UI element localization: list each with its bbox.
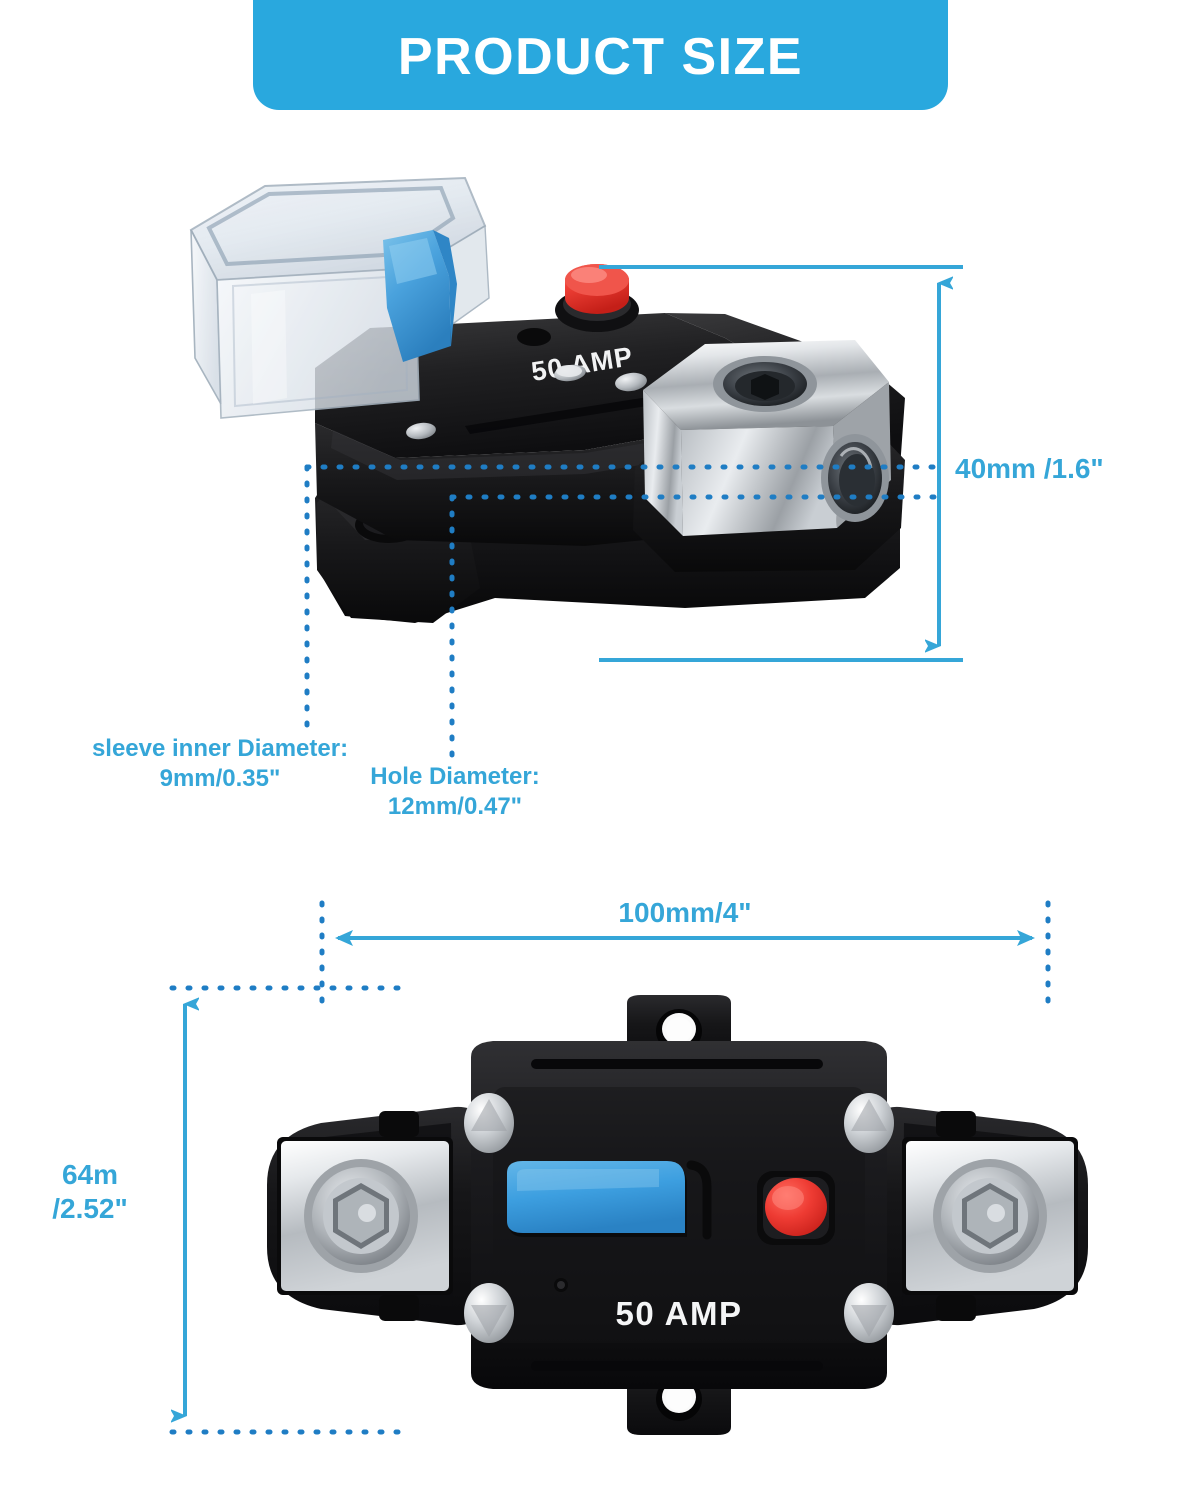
red-reset-button-iso — [555, 264, 639, 332]
right-chrome-terminal — [902, 1137, 1078, 1295]
product-size-banner: PRODUCT SIZE — [253, 0, 948, 110]
chrome-terminal-block-iso — [633, 340, 905, 572]
height-dimension-label: 40mm /1.6" — [955, 453, 1104, 484]
depth-dimension-label-line1: 64m — [61, 1159, 119, 1190]
hole-diameter-label-line2: 12mm/0.47" — [387, 793, 523, 820]
circuit-breaker-top-view: 50 AMP — [255, 995, 1100, 1435]
red-reset-button-plan — [757, 1171, 835, 1245]
width-dimension-label: 100mm/4" — [618, 897, 752, 928]
left-chrome-terminal — [277, 1137, 453, 1295]
transparent-cover — [189, 176, 490, 419]
amp-label-plan: 50 AMP — [616, 1295, 743, 1332]
corner-screws — [464, 1093, 894, 1343]
blue-reset-lever — [383, 230, 457, 362]
sleeve-inner-diameter-label-line1: sleeve inner Diameter: — [91, 735, 349, 762]
hole-diameter-label-line1: Hole Diameter: — [370, 763, 540, 790]
blue-rocker-switch — [507, 1160, 712, 1240]
sleeve-inner-diameter-label-line2: 9mm/0.35" — [159, 765, 281, 792]
depth-dimension-label-line2: /2.52" — [52, 1193, 128, 1224]
circuit-breaker-iso-view: 50 AMP — [165, 168, 925, 638]
page-title: PRODUCT SIZE — [397, 28, 804, 86]
